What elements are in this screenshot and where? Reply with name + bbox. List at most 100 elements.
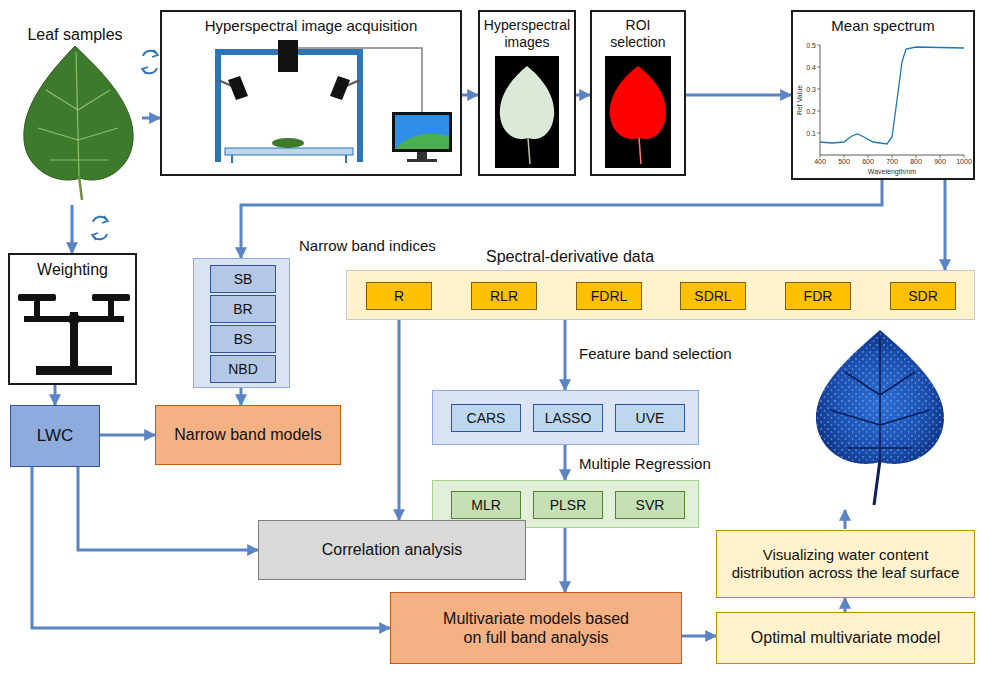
refresh-icon (93, 234, 107, 239)
box-label: PLSR (550, 497, 587, 514)
box-label: Correlation analysis (322, 540, 463, 559)
box-label: SVR (636, 497, 665, 514)
flow-arrow (844, 598, 847, 612)
imaging-rig (395, 115, 449, 149)
water-map-picture (830, 338, 930, 460)
axis-label: 700 (886, 158, 898, 165)
flow-arrow (54, 385, 57, 405)
water-map-picture (874, 460, 880, 505)
water-map-picture (816, 330, 944, 464)
derivative-box: FDR (785, 282, 851, 311)
box-label: Narrow band models (174, 425, 322, 444)
refresh-icon (102, 216, 108, 223)
axis-label: 600 (862, 158, 874, 165)
box-label: Leaf samples (27, 25, 122, 44)
derivative-box: FDRL (576, 282, 642, 311)
box-label: SDR (908, 288, 938, 305)
imaging-rig (228, 76, 248, 100)
derivative-box: R (366, 282, 432, 311)
method-box: UVE (615, 404, 685, 433)
method-box: LASSO (533, 404, 603, 433)
leaf-picture (24, 46, 133, 200)
flow-arrow (240, 388, 243, 405)
flow-arrow (78, 467, 258, 550)
box-label: BR (233, 301, 252, 318)
lwc-box: LWC (10, 405, 100, 467)
box-label: LASSO (545, 410, 592, 427)
index-box: NBD (210, 355, 276, 384)
imaging-rig (218, 40, 452, 163)
flow-arrow (241, 180, 882, 258)
axis-label: 900 (934, 158, 946, 165)
flow-arrow (576, 94, 590, 97)
flow-arrow (564, 528, 567, 592)
panel-heading: Spectral-derivative data (486, 247, 654, 266)
balance-icon (34, 300, 40, 318)
imaging-rig (232, 155, 346, 163)
analysis-box: Correlation analysis (258, 520, 526, 580)
flow-arrow (944, 180, 947, 270)
axis-tick: 0.1 (806, 130, 816, 137)
water-map-picture (816, 330, 944, 529)
derivative-box: RLR (471, 282, 537, 311)
index-box: SB (210, 265, 276, 294)
box-label: Multivariate models based on full band a… (436, 609, 636, 647)
flow-arrow (686, 94, 791, 97)
refresh-icon (92, 233, 98, 240)
output-box: Visualizing water content distribution a… (716, 530, 975, 598)
axis-label: 1000 (956, 158, 972, 165)
roi-picture (610, 66, 666, 139)
output-box: Optimal multivariate model (716, 612, 975, 664)
water-map-picture (816, 330, 944, 464)
imaging-rig (272, 138, 304, 148)
box-label: FDR (804, 288, 833, 305)
spectrum-plot (820, 45, 964, 155)
spectrum-plot (820, 47, 964, 144)
derivative-band: Spectral-derivative dataRRLRFDRLSDRLFDRS… (346, 270, 975, 320)
spectrum-plot (817, 45, 964, 158)
balance-icon (92, 294, 130, 301)
box-label: UVE (636, 410, 665, 427)
flow-arrow (564, 445, 567, 480)
flow-arrow (462, 94, 478, 97)
box-label: R (394, 288, 404, 305)
imaging-rig (392, 112, 452, 152)
image-box: Hyperspectral images (478, 10, 576, 176)
axis-tick: 0.5 (806, 42, 816, 49)
axis-label: 800 (910, 158, 922, 165)
hyperspectral-picture (500, 66, 554, 139)
sample-group: Leaf samples (8, 20, 142, 205)
axis-tick: 0.2 (806, 108, 816, 115)
flow-arrow (564, 320, 567, 390)
result-box: Narrow band models (155, 405, 341, 465)
flow-arrow (682, 635, 716, 638)
panel-heading: Feature band selection (579, 345, 732, 363)
leaf-picture (79, 176, 82, 200)
selection-panel: Feature band selectionCARSLASSOUVE (432, 390, 699, 445)
box-label: NBD (228, 361, 258, 378)
roi-picture (639, 138, 641, 164)
refresh-icon (143, 51, 157, 56)
box-label: Mean spectrum (831, 17, 934, 35)
refresh-icon (92, 216, 108, 240)
refresh-icon (143, 68, 157, 73)
box-label: SDRL (694, 288, 731, 305)
index-panel: Narrow band indicesSBBRBSNBD (193, 258, 290, 388)
imaging-rig (407, 159, 437, 162)
refresh-icon (142, 67, 148, 74)
axis-label: Wavelength/nm (868, 168, 916, 175)
leaf-picture (38, 52, 118, 176)
axis-label: 500 (838, 158, 850, 165)
flow-arrow (398, 310, 401, 520)
spectrum-plot (817, 45, 964, 158)
water-map-picture (844, 510, 847, 529)
balance-icon (68, 313, 80, 325)
box-label: Hyperspectral image acquisition (205, 17, 418, 35)
box-label: BS (234, 331, 253, 348)
imaging-rig (225, 148, 353, 155)
balance-icon (18, 294, 56, 301)
axis-tick: 0.3 (806, 86, 816, 93)
flow-arrow (100, 434, 155, 437)
box-label: Weighting (37, 260, 108, 279)
